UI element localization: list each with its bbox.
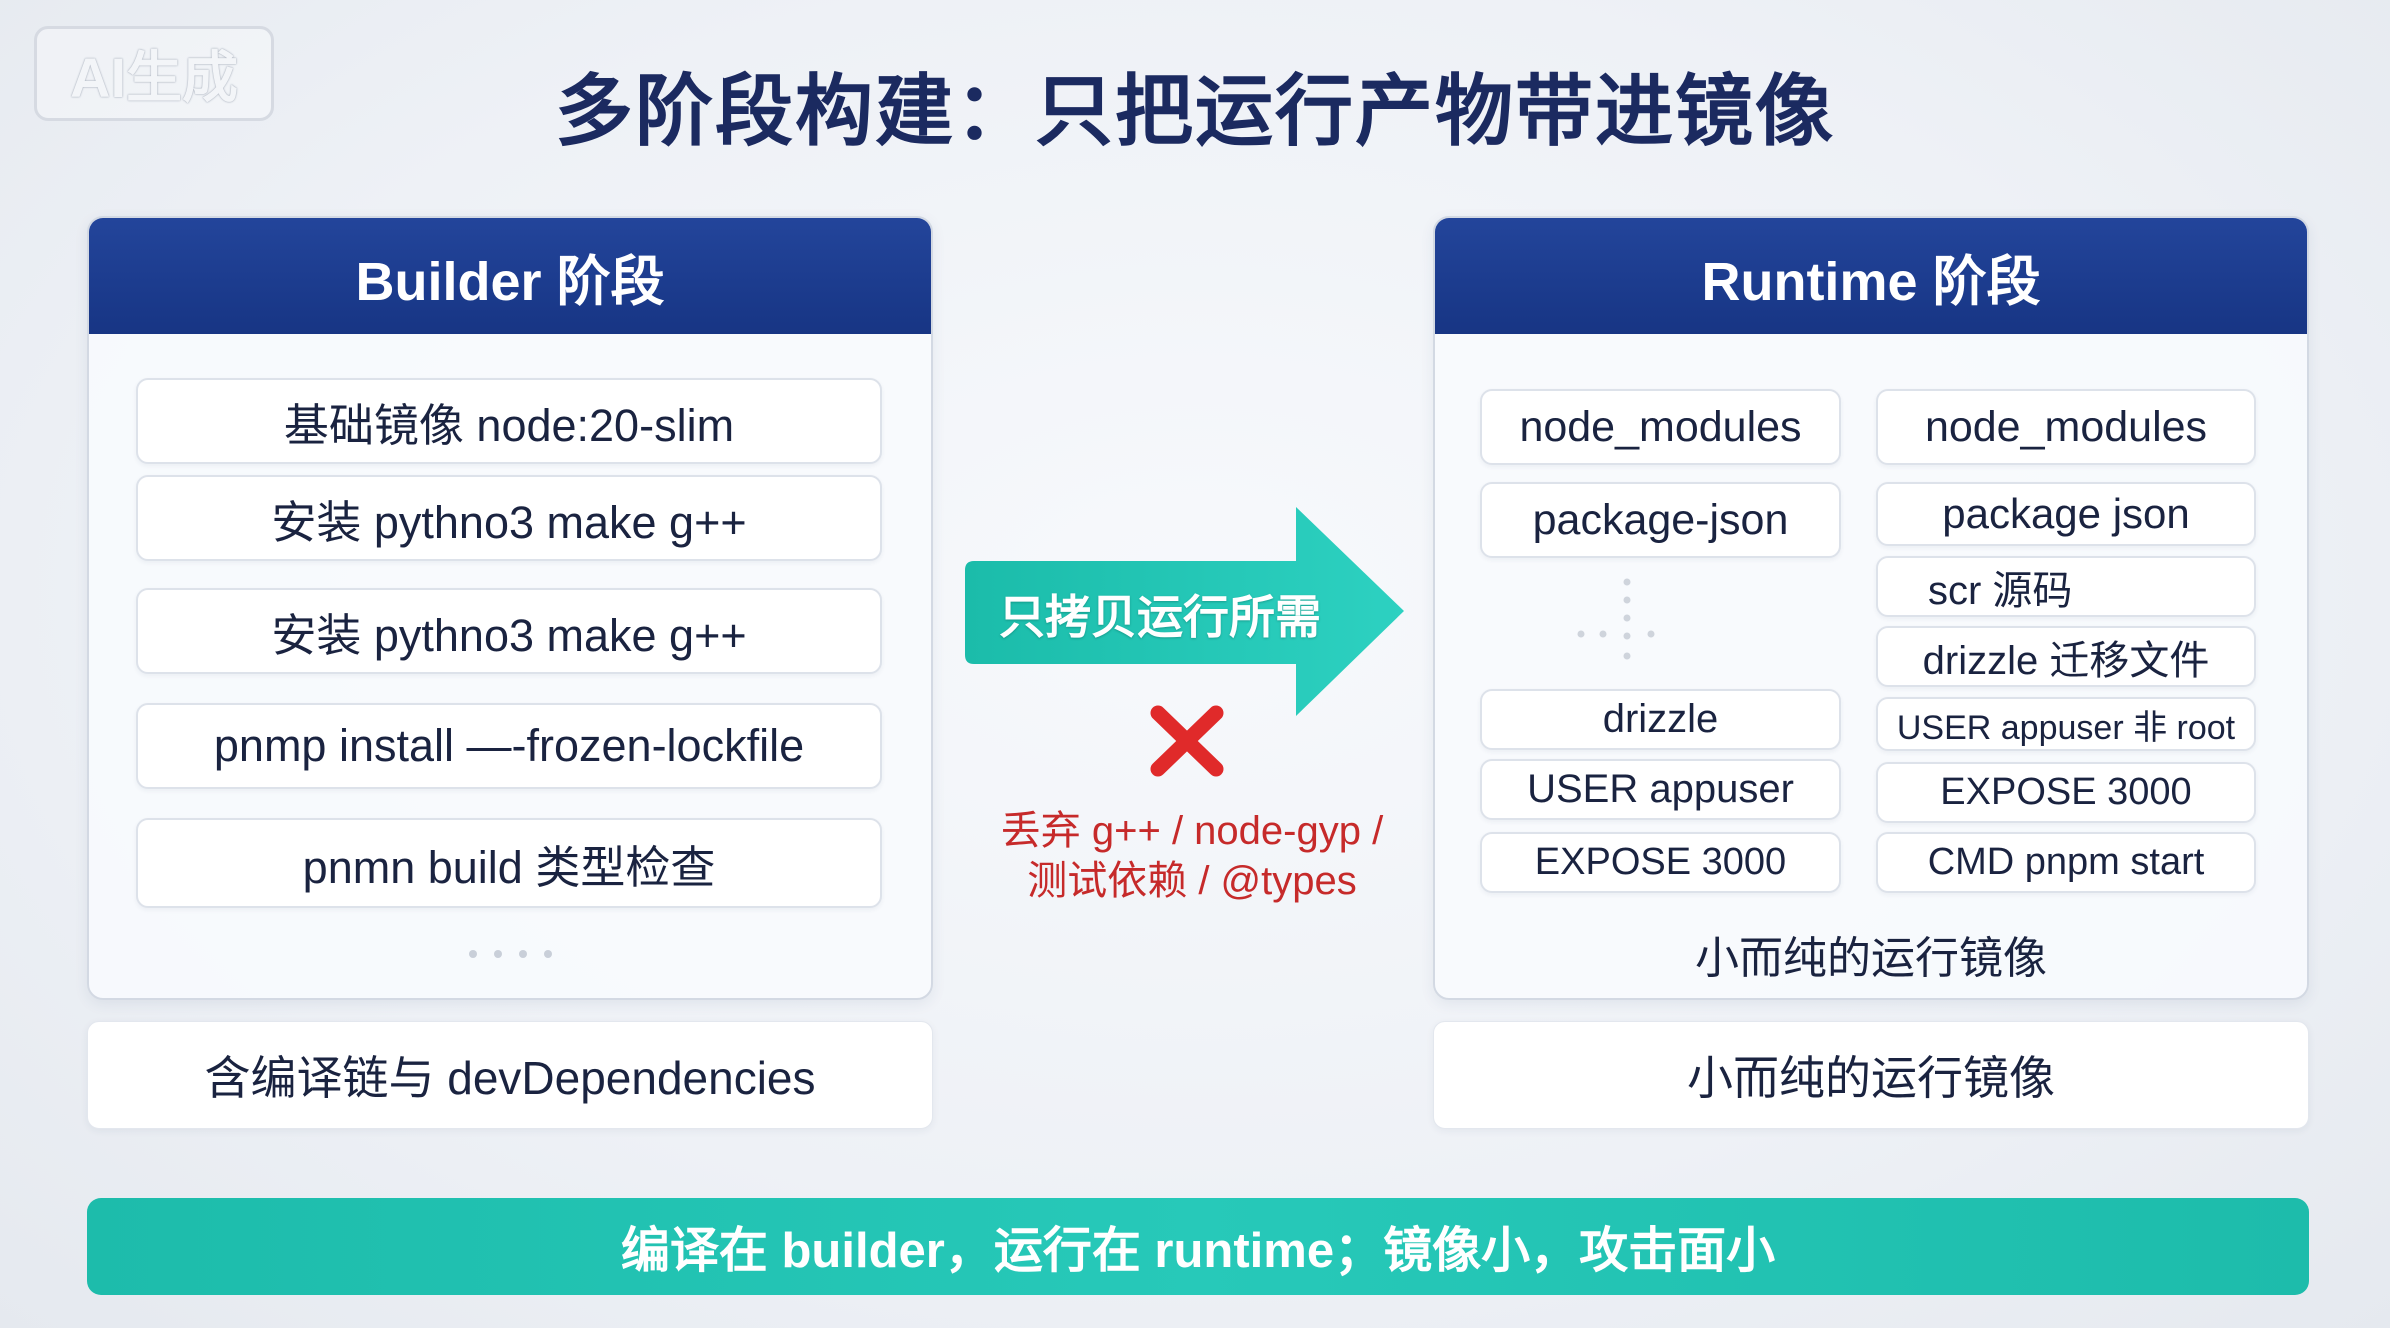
runtime-right-drizzle-migrations: drizzle 迁移文件 [1876, 626, 2256, 687]
dot [494, 950, 502, 958]
runtime-left-expose: EXPOSE 3000 [1480, 832, 1841, 893]
builder-step-pnpm-install: pnmp install —-frozen-lockfile [136, 703, 882, 789]
runtime-panel: Runtime 阶段 node_modules package-json dri… [1433, 216, 2309, 1000]
page-title: 多阶段构建：只把运行产物带进镜像 [554, 67, 1835, 155]
runtime-left-package-json: package-json [1480, 482, 1841, 558]
dot [1623, 596, 1631, 604]
ai-generated-watermark: AI生成 [34, 26, 274, 121]
dot [1623, 578, 1631, 586]
dot [1599, 630, 1607, 638]
runtime-right-user-nonroot: USER appuser 非 root [1876, 697, 2256, 751]
runtime-caption: 小而纯的运行镜像 [1695, 934, 2047, 983]
ellipsis-dots-cross [1577, 578, 1655, 660]
dot [1623, 614, 1631, 622]
runtime-right-expose: EXPOSE 3000 [1876, 762, 2256, 823]
dot [469, 950, 477, 958]
dot [1623, 632, 1631, 640]
cross-stroke [1150, 705, 1224, 777]
runtime-right-package-json: package json [1876, 482, 2256, 546]
discard-text-line2: 测试依赖 / @types [1027, 859, 1357, 903]
builder-step-base-image: 基础镜像 node:20-slim [136, 378, 882, 464]
dot [544, 950, 552, 958]
builder-footer: 含编译链与 devDependencies [87, 1021, 933, 1129]
cross-icon [1150, 705, 1224, 777]
runtime-footer: 小而纯的运行镜像 [1433, 1021, 2309, 1129]
runtime-right-node-modules: node_modules [1876, 389, 2256, 465]
runtime-right-src: scr 源码 [1876, 556, 2256, 617]
arrow-label: 只拷贝运行所需 [999, 591, 1321, 643]
summary-banner: 编译在 builder，运行在 runtime；镜像小，攻击面小 [87, 1198, 2309, 1295]
builder-step-install-deps-repeat: 安装 pythno3 make g++ [136, 588, 882, 674]
runtime-left-user: USER appuser [1480, 759, 1841, 820]
runtime-right-cmd: CMD pnpm start [1876, 832, 2256, 893]
arrow-shape [965, 507, 1404, 716]
builder-panel: Builder 阶段 基础镜像 node:20-slim 安装 pythno3 … [87, 216, 933, 1000]
builder-step-install-deps: 安装 pythno3 make g++ [136, 475, 882, 561]
runtime-panel-header: Runtime 阶段 [1435, 218, 2307, 334]
dot [1623, 652, 1631, 660]
discard-text-line1: 丢弃 g++ / node-gyp / [1000, 809, 1384, 853]
copy-arrow-icon [965, 507, 1404, 716]
dot [519, 950, 527, 958]
builder-step-build: pnmn build 类型检查 [136, 818, 882, 908]
dot [1577, 630, 1585, 638]
builder-panel-header: Builder 阶段 [89, 218, 931, 334]
ellipsis-dots [469, 950, 552, 958]
runtime-left-drizzle: drizzle [1480, 689, 1841, 750]
runtime-left-node-modules: node_modules [1480, 389, 1841, 465]
dot [1647, 630, 1655, 638]
